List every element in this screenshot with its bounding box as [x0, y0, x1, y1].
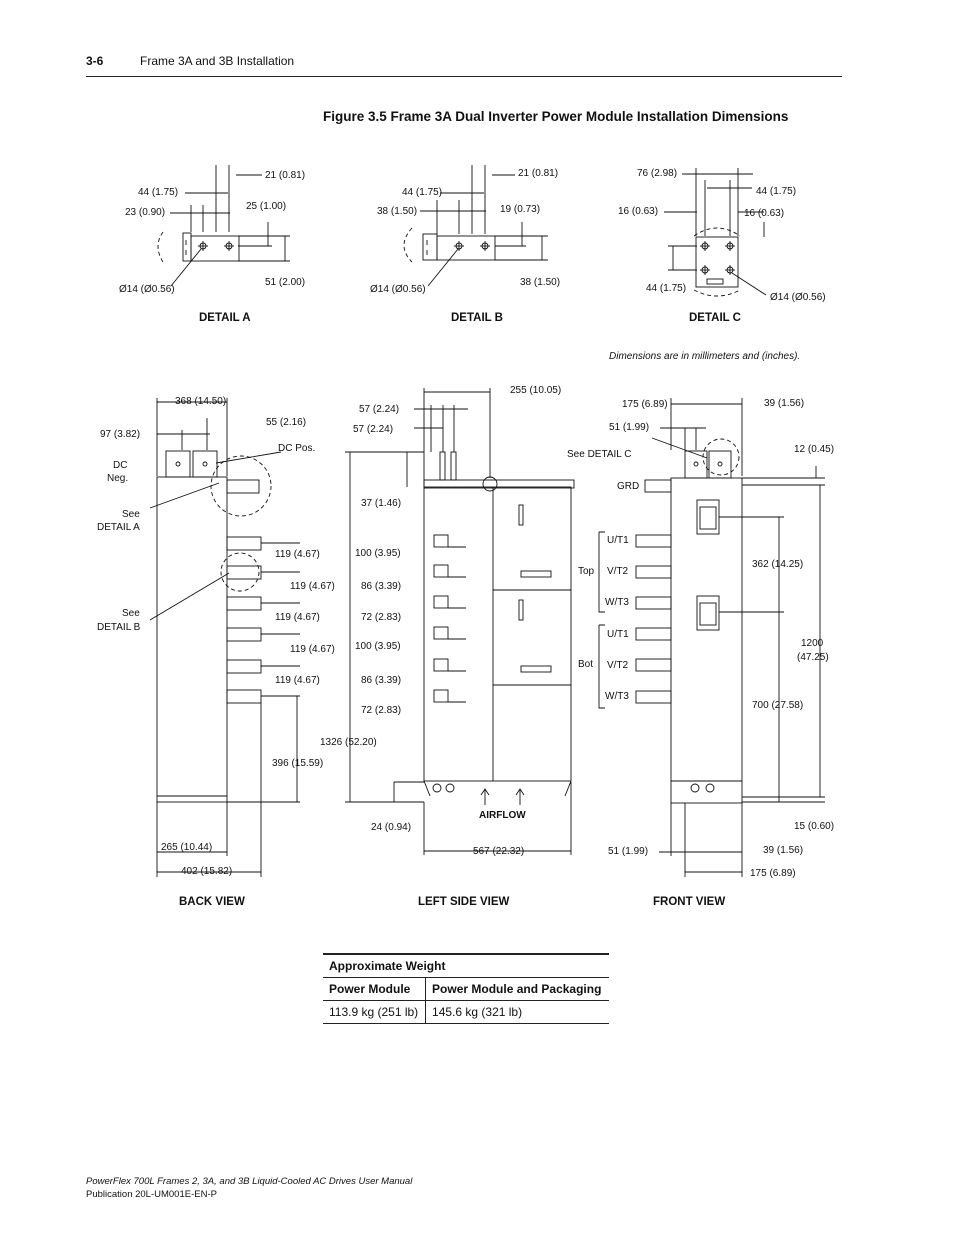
- terminal-label: U/T1: [607, 629, 629, 640]
- figure-title: Figure 3.5 Frame 3A Dual Inverter Power …: [323, 109, 789, 124]
- front-view-label: FRONT VIEW: [653, 896, 726, 908]
- dim-label: 368 (14.50): [175, 396, 227, 407]
- detail-b-drawing: [403, 165, 548, 287]
- weight-col-header: Power Module: [323, 977, 426, 1001]
- dim-label: 1326 (52.20): [320, 737, 377, 748]
- dim-label: 51 (1.99): [609, 422, 650, 433]
- dim-label: 57 (2.24): [353, 424, 394, 435]
- dim-label: See: [122, 509, 140, 520]
- left-side-view-drawing: [345, 388, 575, 855]
- dim-label: 44 (1.75): [646, 283, 687, 294]
- dim-label: 119 (4.67): [275, 612, 320, 623]
- back-view-label: BACK VIEW: [179, 896, 245, 908]
- dim-label: 39 (1.56): [763, 845, 804, 856]
- terminal-label: W/T3: [605, 597, 629, 608]
- dim-label: 100 (3.95): [355, 548, 401, 559]
- dim-label: 16 (0.63): [618, 206, 659, 217]
- dim-label: 51 (1.99): [608, 846, 649, 857]
- dim-label: 23 (0.90): [125, 207, 166, 218]
- dim-label: 402 (15.82): [181, 866, 233, 877]
- dim-label: Ø14 (Ø0.56): [770, 292, 826, 303]
- table-row: 113.9 kg (251 lb) 145.6 kg (321 lb): [323, 1000, 609, 1024]
- dim-label: 38 (1.50): [520, 277, 561, 288]
- dim-label: 255 (10.05): [510, 385, 562, 396]
- dim-label: 51 (2.00): [265, 277, 306, 288]
- dim-label: 12 (0.45): [794, 444, 835, 455]
- detail-a-drawing: [157, 165, 290, 287]
- terminal-label: U/T1: [607, 535, 629, 546]
- dim-label: 265 (10.44): [161, 842, 213, 853]
- terminal-label: W/T3: [605, 691, 629, 702]
- front-view-drawing: [598, 398, 825, 877]
- dim-label: 57 (2.24): [359, 404, 400, 415]
- dimension-note: Dimensions are in millimeters and (inche…: [609, 351, 801, 362]
- dim-label: 97 (3.82): [100, 429, 141, 440]
- dim-label: 175 (6.89): [622, 399, 668, 410]
- dim-label: 37 (1.46): [361, 498, 402, 509]
- terminal-label: V/T2: [607, 566, 629, 577]
- dim-label: 38 (1.50): [377, 206, 418, 217]
- dim-label: 119 (4.67): [290, 581, 335, 592]
- dim-label: 175 (6.89): [750, 868, 796, 879]
- dim-label: 76 (2.98): [637, 168, 678, 179]
- dim-label: See: [122, 608, 140, 619]
- dim-label: DC: [113, 460, 128, 471]
- dim-label: DETAIL A: [97, 522, 140, 533]
- dim-label: 567 (22.32): [473, 846, 525, 857]
- dim-label: 21 (0.81): [518, 168, 559, 179]
- detail-c-drawing: [664, 168, 767, 297]
- dim-label: 15 (0.60): [794, 821, 835, 832]
- dim-label: DETAIL B: [97, 622, 141, 633]
- footer-publication: Publication 20L-UM001E-EN-P: [86, 1189, 217, 1200]
- dim-label: 44 (1.75): [138, 187, 179, 198]
- weight-table: Approximate Weight Power Module Power Mo…: [323, 953, 609, 1024]
- dim-label: 72 (2.83): [361, 705, 402, 716]
- dim-label: 119 (4.67): [275, 549, 320, 560]
- detail-b-label: DETAIL B: [451, 312, 503, 324]
- dim-label: 700 (27.58): [752, 700, 804, 711]
- dim-label: 396 (15.59): [272, 758, 324, 769]
- dim-label: 86 (3.39): [361, 581, 402, 592]
- page-number: 3-6: [86, 54, 104, 68]
- dim-label: 72 (2.83): [361, 612, 402, 623]
- dim-label: DC Pos.: [278, 443, 316, 454]
- dim-label: 21 (0.81): [265, 170, 306, 181]
- airflow-label: AIRFLOW: [479, 810, 526, 821]
- dim-label: 119 (4.67): [290, 644, 335, 655]
- dim-label: 362 (14.25): [752, 559, 804, 570]
- dim-label: 44 (1.75): [756, 186, 797, 197]
- left-side-view-label: LEFT SIDE VIEW: [418, 896, 510, 908]
- dim-label: 39 (1.56): [764, 398, 805, 409]
- weight-table-caption: Approximate Weight: [323, 953, 609, 978]
- dim-label: 86 (3.39): [361, 675, 402, 686]
- header-rule: [86, 76, 842, 77]
- dim-label: 119 (4.67): [275, 675, 320, 686]
- dim-label: Ø14 (Ø0.56): [370, 284, 426, 295]
- dim-label: 55 (2.16): [266, 417, 307, 428]
- weight-col-header: Power Module and Packaging: [425, 977, 609, 1001]
- detail-a-label: DETAIL A: [199, 312, 251, 324]
- grd-label: GRD: [617, 481, 640, 492]
- detail-c-label: DETAIL C: [689, 312, 741, 324]
- dim-label: Neg.: [107, 473, 129, 484]
- dim-label: (47.25): [797, 652, 829, 663]
- dim-label: 1200: [801, 638, 824, 649]
- bot-label: Bot: [578, 659, 594, 670]
- dim-label: See DETAIL C: [567, 449, 632, 460]
- dim-label: Ø14 (Ø0.56): [119, 284, 175, 295]
- dim-label: 25 (1.00): [246, 201, 287, 212]
- top-label: Top: [578, 566, 595, 577]
- section-title: Frame 3A and 3B Installation: [140, 54, 295, 68]
- back-view-drawing: [149, 398, 300, 877]
- dim-label: 100 (3.95): [355, 641, 401, 652]
- dim-label: 44 (1.75): [402, 187, 443, 198]
- dim-label: 16 (0.63): [744, 208, 785, 219]
- weight-cell: 145.6 kg (321 lb): [425, 1000, 609, 1024]
- dim-label: 19 (0.73): [500, 204, 541, 215]
- dim-label: 24 (0.94): [371, 822, 412, 833]
- terminal-label: V/T2: [607, 660, 629, 671]
- weight-cell: 113.9 kg (251 lb): [323, 1000, 426, 1024]
- footer-manual-title: PowerFlex 700L Frames 2, 3A, and 3B Liqu…: [86, 1176, 413, 1187]
